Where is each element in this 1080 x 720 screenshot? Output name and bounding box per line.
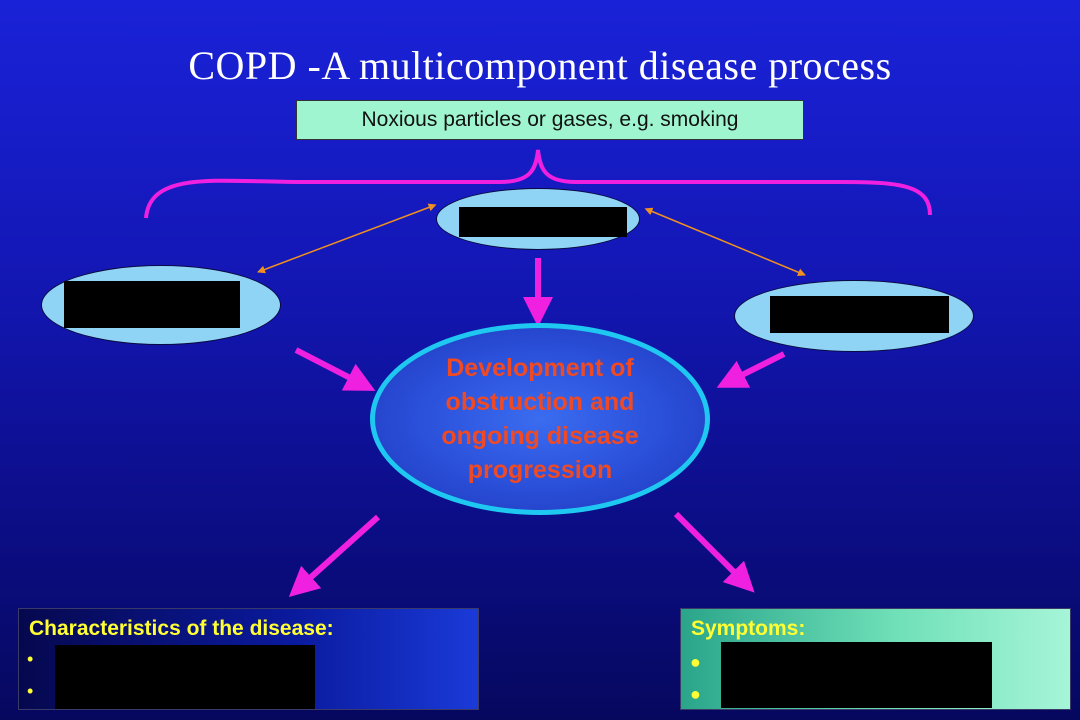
arrow-left-to-center [294,347,376,391]
center-label: Development of obstruction and ongoing d… [415,351,665,487]
symptoms-heading: Symptoms: [691,617,806,640]
redacted-characteristics [55,645,315,709]
symptoms-bullet-2: ● [690,684,701,704]
symptoms-box: Symptoms: ● ● [680,608,1071,710]
orange-arrow-left [257,203,437,274]
cause-box: Noxious particles or gases, e.g. smoking [296,100,804,140]
center-line-3: ongoing disease [441,422,639,450]
center-oval: Development of obstruction and ongoing d… [370,323,710,515]
redacted-top-label [459,207,627,237]
cause-label: Noxious particles or gases, e.g. smoking [361,108,739,131]
symptoms-bullet-1: ● [690,652,701,672]
orange-arrow-right [644,207,806,277]
characteristics-heading: Characteristics of the disease: [29,617,334,640]
center-line-1: Development of [446,354,634,382]
arrow-right-to-center [716,351,786,388]
arrow-to-characteristics [288,514,381,598]
characteristics-bullet-2: • [27,681,34,701]
arrow-to-symptoms [673,511,755,593]
brace-connector [144,149,932,219]
redacted-left-label [64,281,240,328]
characteristics-bullet-1: • [27,649,34,669]
center-line-4: progression [467,456,613,484]
characteristics-box: Characteristics of the disease: • • [18,608,479,710]
slide-title: COPD -A multicomponent disease process [188,43,892,88]
redacted-right-label [770,296,949,333]
redacted-symptoms [721,642,992,708]
center-line-2: obstruction and [445,388,635,416]
